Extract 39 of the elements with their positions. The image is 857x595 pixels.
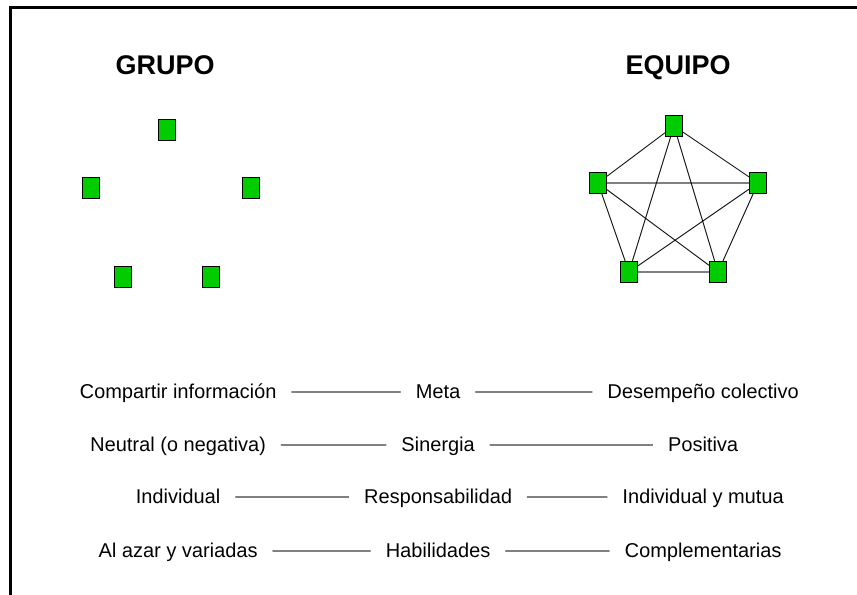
member-square <box>709 261 727 283</box>
member-square <box>665 115 683 137</box>
connector-line <box>504 550 610 552</box>
attribute-text: Neutral (o negativa) <box>76 433 280 457</box>
connector-line <box>489 444 654 446</box>
connector-line <box>722 194 754 262</box>
connector-line <box>606 189 710 266</box>
attribute-text: Al azar y variadas <box>84 539 272 563</box>
attribute-text: Individual y mutua <box>608 485 798 509</box>
attribute-text: Habilidades <box>372 539 504 563</box>
connector-line <box>606 132 666 177</box>
attribute-text: Desempeño colectivo <box>593 380 813 404</box>
group-heading: EQUIPO <box>625 48 731 82</box>
connector-line <box>632 136 672 262</box>
connector-line <box>234 496 350 498</box>
attribute-text: Complementarias <box>610 539 796 563</box>
attribute-text: Individual <box>122 485 234 509</box>
connector-line <box>676 136 716 262</box>
connector-line <box>526 496 608 498</box>
connector-line <box>272 550 372 552</box>
member-square <box>749 172 767 194</box>
connector-line <box>601 194 626 262</box>
member-square <box>114 266 132 288</box>
member-square <box>242 177 260 199</box>
member-square <box>158 119 176 141</box>
connector-line <box>606 182 750 184</box>
member-square <box>589 172 607 194</box>
connector-line <box>280 444 387 446</box>
connector-line <box>638 188 750 266</box>
member-square <box>620 261 638 283</box>
attribute-text: Responsabilidad <box>350 485 526 509</box>
member-square <box>82 177 100 199</box>
member-square <box>202 266 220 288</box>
group-heading: GRUPO <box>116 48 214 82</box>
attribute-text: Sinergia <box>387 433 489 457</box>
attribute-text: Compartir información <box>66 380 290 404</box>
connector-line <box>682 132 750 178</box>
attribute-text: Positiva <box>654 433 752 457</box>
attribute-text: Meta <box>402 380 474 404</box>
